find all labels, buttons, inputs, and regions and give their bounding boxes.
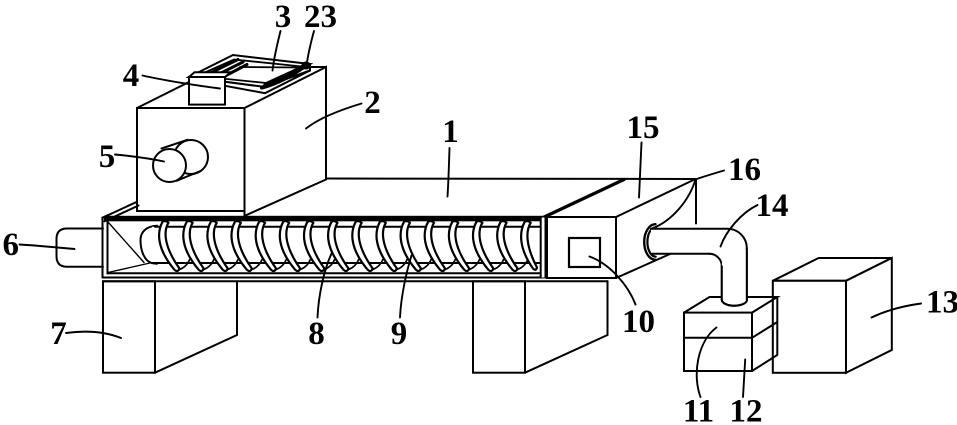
svg-text:4: 4 (123, 58, 140, 94)
svg-text:3: 3 (275, 0, 292, 35)
svg-text:11: 11 (683, 394, 714, 425)
svg-text:12: 12 (730, 394, 763, 425)
svg-text:14: 14 (756, 188, 789, 224)
svg-text:16: 16 (728, 152, 761, 188)
svg-text:9: 9 (391, 316, 408, 352)
svg-text:15: 15 (627, 110, 660, 146)
svg-text:13: 13 (926, 285, 957, 321)
svg-text:5: 5 (99, 139, 116, 175)
svg-text:7: 7 (50, 316, 67, 352)
svg-text:2: 2 (364, 85, 381, 121)
svg-text:10: 10 (622, 304, 655, 340)
svg-text:23: 23 (304, 0, 337, 35)
svg-text:8: 8 (308, 316, 325, 352)
svg-text:1: 1 (442, 114, 459, 150)
svg-text:6: 6 (3, 227, 20, 263)
